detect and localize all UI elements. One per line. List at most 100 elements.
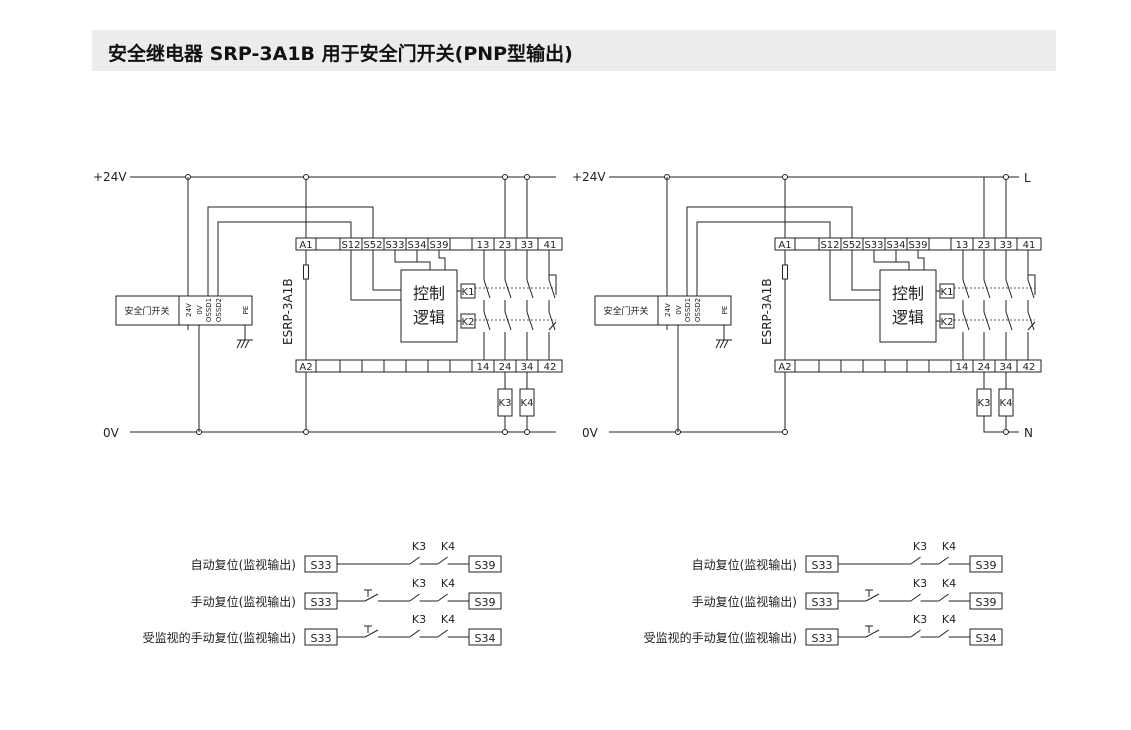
pb-blade bbox=[865, 629, 880, 638]
terminal-label-s34: S34 bbox=[407, 240, 426, 251]
reset-contact-k4: K4 bbox=[942, 577, 956, 590]
terminal-label-41: 41 bbox=[544, 240, 557, 251]
reset-from-label: S33 bbox=[812, 596, 833, 609]
contact-blade-k2 bbox=[1005, 311, 1013, 331]
reset-to-label: S39 bbox=[976, 559, 997, 572]
title-bar: 安全继电器 SRP-3A1B 用于安全门开关(PNP型输出) bbox=[92, 30, 1056, 71]
junction-node bbox=[782, 174, 788, 180]
reset-mode-label-1: 自动复位(监视输出) bbox=[692, 557, 797, 572]
door-switch-terminal-pe: PE bbox=[721, 306, 729, 315]
wire-ossd1 bbox=[686, 206, 853, 296]
terminal-label-13: 13 bbox=[956, 240, 969, 251]
ground-hatch bbox=[244, 339, 250, 349]
reset-to-label: S34 bbox=[475, 632, 496, 645]
reset-contact-k4: K4 bbox=[942, 613, 956, 626]
door-switch-terminal-ossd1: OSSD1 bbox=[684, 298, 692, 322]
contact-blade-k1 bbox=[504, 279, 512, 299]
reset-contact-k3: K3 bbox=[913, 577, 927, 590]
terminal-label-A2: A2 bbox=[778, 362, 791, 373]
contactor-label-k4: K4 bbox=[521, 398, 534, 409]
terminal-label-s33: S33 bbox=[864, 240, 883, 251]
wire-ossd2 bbox=[696, 221, 831, 296]
neutral-label-n: N bbox=[1024, 426, 1033, 440]
junction-node bbox=[1003, 174, 1009, 180]
wire-s12 bbox=[829, 250, 880, 301]
junction-node bbox=[782, 429, 788, 435]
control-logic-line2: 逻辑 bbox=[413, 308, 445, 327]
contactor-label-k3: K3 bbox=[978, 398, 991, 409]
junction-node bbox=[502, 429, 508, 435]
terminal-label-14: 14 bbox=[956, 362, 969, 373]
door-switch-box bbox=[594, 295, 732, 326]
contact-blade bbox=[938, 629, 949, 638]
contact-blade bbox=[938, 556, 949, 565]
contact-blade-k2 bbox=[526, 311, 534, 331]
contact-blade bbox=[910, 593, 921, 602]
relay-coil-label-k2: K2 bbox=[941, 317, 954, 328]
rail-top-label: +24V bbox=[93, 170, 127, 184]
reset-contact-k3: K3 bbox=[412, 540, 426, 553]
terminal-label-34: 34 bbox=[521, 362, 534, 373]
pb-blade bbox=[865, 593, 880, 602]
terminal-label-13: 13 bbox=[477, 240, 490, 251]
n-line bbox=[983, 416, 1019, 433]
terminal-label-s12: S12 bbox=[820, 240, 839, 251]
wire-ossd2 bbox=[217, 221, 352, 296]
door-switch-terminal-ossd2: OSSD2 bbox=[215, 298, 223, 322]
contact-blade bbox=[437, 556, 448, 565]
wire-s33 bbox=[873, 250, 910, 270]
contactor-label-k4: K4 bbox=[1000, 398, 1013, 409]
contact-blade-k2 bbox=[483, 311, 491, 331]
terminal-label-23: 23 bbox=[978, 240, 991, 251]
contact-blade-k1 bbox=[962, 279, 970, 299]
contact-blade bbox=[938, 593, 949, 602]
reset-to-label: S39 bbox=[475, 596, 496, 609]
junction-node bbox=[303, 429, 309, 435]
door-switch-box bbox=[115, 295, 253, 326]
line-label-l: L bbox=[1024, 171, 1031, 185]
contact-blade bbox=[437, 629, 448, 638]
junction-node bbox=[1003, 429, 1009, 435]
relay-coil-label-k1: K1 bbox=[941, 287, 954, 298]
terminal-label-s39: S39 bbox=[908, 240, 927, 251]
reset-from-label: S33 bbox=[812, 632, 833, 645]
wire-ossd1 bbox=[207, 206, 374, 296]
contact-blade bbox=[409, 629, 420, 638]
contact-blade bbox=[437, 593, 448, 602]
contact-blade-k1 bbox=[983, 279, 991, 299]
contact-blade-k1 bbox=[1005, 279, 1013, 299]
terminal-label-33: 33 bbox=[521, 240, 534, 251]
reset-from-label: S33 bbox=[812, 559, 833, 572]
door-switch-terminal-pe: PE bbox=[242, 306, 250, 315]
relay-coil-label-k2: K2 bbox=[462, 317, 475, 328]
wire-s12 bbox=[350, 250, 401, 301]
terminal-label-33: 33 bbox=[1000, 240, 1013, 251]
reset-contact-k4: K4 bbox=[441, 540, 455, 553]
ground-hatch bbox=[723, 339, 729, 349]
rail-top-label: +24V bbox=[572, 170, 606, 184]
reset-contact-k4: K4 bbox=[441, 577, 455, 590]
control-logic-block bbox=[879, 269, 937, 343]
page-title: 安全继电器 SRP-3A1B 用于安全门开关(PNP型输出) bbox=[108, 43, 573, 65]
door-switch-terminal-0v: 0V bbox=[196, 305, 204, 314]
reset-mode-label-2: 手动复位(监视输出) bbox=[692, 594, 797, 609]
reset-contact-k3: K3 bbox=[412, 613, 426, 626]
terminal-label-s39: S39 bbox=[429, 240, 448, 251]
contact-blade bbox=[409, 593, 420, 602]
contact-blade-k1 bbox=[548, 279, 556, 299]
wire-s52 bbox=[372, 250, 401, 291]
contact-blade bbox=[910, 629, 921, 638]
terminal-label-42: 42 bbox=[544, 362, 557, 373]
terminal-label-A2: A2 bbox=[299, 362, 312, 373]
control-logic-line1: 控制 bbox=[413, 284, 445, 303]
feed-23 bbox=[983, 176, 1006, 238]
control-logic-line2: 逻辑 bbox=[892, 308, 924, 327]
relay-model-label: ESRP-3A1B bbox=[760, 278, 774, 345]
terminal-label-42: 42 bbox=[1023, 362, 1036, 373]
door-switch-label: 安全门开关 bbox=[124, 305, 169, 317]
nc-contact bbox=[1027, 321, 1036, 331]
fuse-symbol bbox=[303, 264, 309, 280]
contact-blade-k2 bbox=[962, 311, 970, 331]
reset-mode-label-3: 受监视的手动复位(监视输出) bbox=[143, 630, 296, 645]
